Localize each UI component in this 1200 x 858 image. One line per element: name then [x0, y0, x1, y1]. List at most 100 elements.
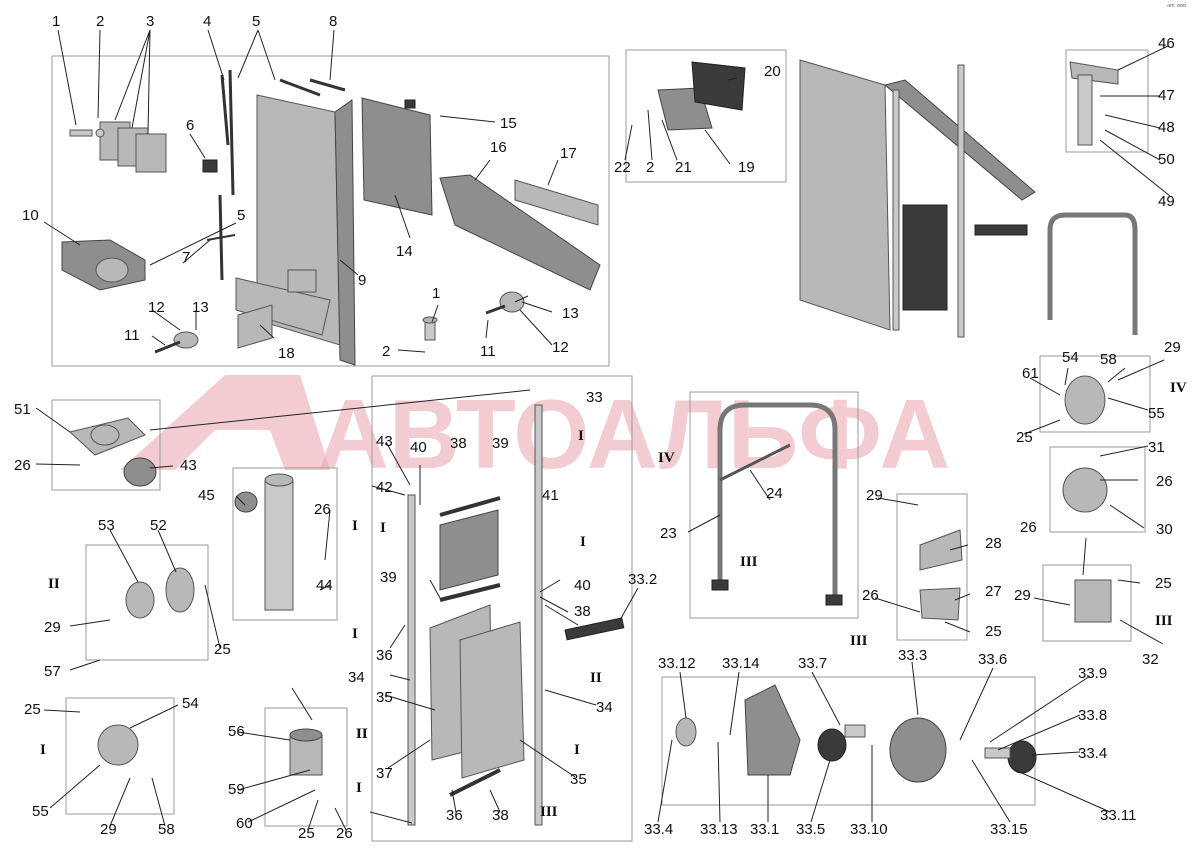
roman: III — [850, 633, 868, 649]
callout: 50 — [1158, 151, 1175, 168]
callout: 29 — [100, 821, 117, 838]
roman-labels: I I I II II II II III III III III IV IV … — [40, 380, 1187, 820]
callout: 33.11 — [1100, 807, 1136, 824]
roman: I — [352, 518, 358, 534]
callout: 36 — [376, 647, 393, 664]
callout: 3 — [146, 13, 154, 30]
callout: 60 — [236, 815, 253, 832]
callout: 33.13 — [700, 821, 738, 838]
callout: 26 — [862, 587, 879, 604]
callout: 61 — [1022, 365, 1039, 382]
callout: 25 — [985, 623, 1002, 640]
roman: I — [356, 780, 362, 796]
callout: 20 — [764, 63, 781, 80]
callout: 19 — [738, 159, 755, 176]
callout: 13 — [192, 299, 209, 316]
callout: 47 — [1158, 87, 1175, 104]
callout: 58 — [1100, 351, 1117, 368]
roman: III — [540, 804, 558, 820]
callout: 54 — [1062, 349, 1079, 366]
callout: 11 — [480, 343, 496, 360]
callout: 45 — [198, 487, 215, 504]
part-drawings — [61, 59, 1138, 826]
callout: 38 — [450, 435, 467, 452]
callout: 41 — [542, 487, 559, 504]
callout: 33.12 — [658, 655, 696, 672]
callout: 43 — [180, 457, 197, 474]
callout: 12 — [552, 339, 569, 356]
callout: 33.8 — [1078, 707, 1107, 724]
callout: 21 — [675, 159, 692, 176]
callout: 26 — [314, 501, 331, 518]
callout: 2 — [96, 13, 104, 30]
callout: 13 — [562, 305, 579, 322]
roman: II — [356, 726, 368, 742]
callout: 38 — [492, 807, 509, 824]
callout: 34 — [348, 669, 365, 686]
callout: 26 — [14, 457, 31, 474]
roman: I — [352, 626, 358, 642]
callout: 43 — [376, 433, 393, 450]
callout: 17 — [560, 145, 577, 162]
callout: 36 — [446, 807, 463, 824]
callout: 12 — [148, 299, 165, 316]
callout: 49 — [1158, 193, 1175, 210]
callout: 33 — [586, 389, 603, 406]
callout: 29 — [1164, 339, 1181, 356]
callout: 32 — [1142, 651, 1159, 668]
callout: 33.14 — [722, 655, 760, 672]
callout: 57 — [44, 663, 61, 680]
callout-labels: 1 2 3 4 5 8 6 10 5 7 9 12 13 11 18 14 15… — [14, 13, 1181, 842]
group-boxes — [51, 49, 1151, 842]
roman: III — [1155, 613, 1173, 629]
callout: 14 — [396, 243, 413, 260]
callout: 27 — [985, 583, 1002, 600]
callout: 44 — [316, 577, 333, 594]
roman: II — [48, 576, 60, 592]
corner-mark: ⁿᵐ ᵒᵒᵒ — [1167, 2, 1186, 11]
callout: 33.7 — [798, 655, 827, 672]
watermark-text: АВТОАЛЬФА — [318, 379, 950, 489]
callout: 33.10 — [850, 821, 888, 838]
roman: III — [740, 554, 758, 570]
callout: 56 — [228, 723, 245, 740]
roman: I — [578, 428, 584, 444]
callout: 22 — [614, 159, 631, 176]
callout: 1 — [52, 13, 60, 30]
callout: 26 — [1020, 519, 1037, 536]
callout: 52 — [150, 517, 167, 534]
callout: 33.4 — [1078, 745, 1107, 762]
callout: 33.6 — [978, 651, 1007, 668]
roman: II — [356, 726, 368, 742]
callout: 48 — [1158, 119, 1175, 136]
watermark-logo: АВТОАЛЬФА — [120, 375, 950, 489]
callout: 25 — [1016, 429, 1033, 446]
roman: I — [380, 520, 386, 536]
callout: 46 — [1158, 35, 1175, 52]
callout: 16 — [490, 139, 507, 156]
callout: 35 — [376, 689, 393, 706]
roman: IV — [1170, 380, 1187, 396]
callout: 31 — [1148, 439, 1165, 456]
callout: 2 — [382, 343, 390, 360]
callout: 55 — [32, 803, 49, 820]
callout: 2 — [646, 159, 654, 176]
callout: 35 — [570, 771, 587, 788]
callout: 8 — [329, 13, 337, 30]
roman: I — [580, 534, 586, 550]
callout: 7 — [182, 249, 190, 266]
callout: 24 — [766, 485, 783, 502]
callout: 4 — [203, 13, 211, 30]
callout: 33.1 — [750, 821, 779, 838]
callout: 10 — [22, 207, 39, 224]
callout: 6 — [186, 117, 194, 134]
leader-lines — [35, 29, 1171, 831]
callout: 9 — [358, 272, 366, 289]
callout: 29 — [44, 619, 61, 636]
callout: 53 — [98, 517, 115, 534]
callout: 28 — [985, 535, 1002, 552]
callout: 29 — [1014, 587, 1031, 604]
callout: 38 — [574, 603, 591, 620]
callout: 39 — [380, 569, 397, 586]
roman: II — [590, 670, 602, 686]
